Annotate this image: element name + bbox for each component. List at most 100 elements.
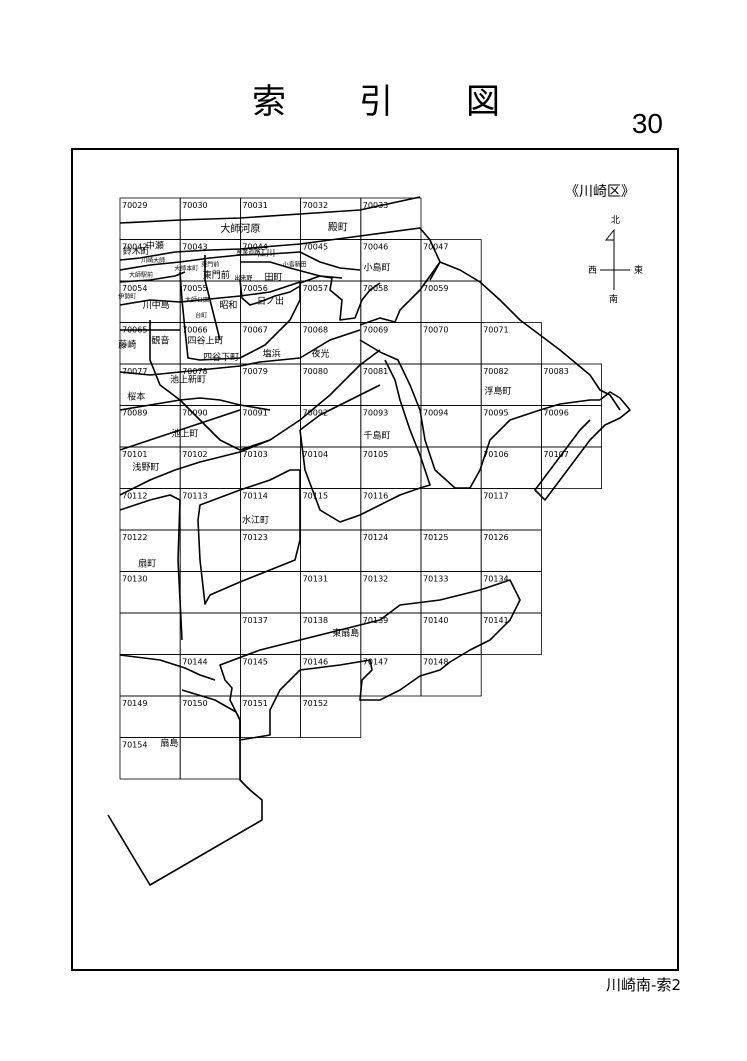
channel [359, 339, 600, 489]
place-name: 扇町 [138, 558, 156, 570]
grid-cell-code: 70081 [363, 367, 388, 376]
grid-cell-code: 70083 [543, 367, 568, 376]
place-name: 池上新町 [170, 374, 206, 386]
grid-cell-code: 70090 [182, 409, 207, 418]
compass: 北 南 東 西 [588, 215, 643, 305]
grid-cell-code: 70152 [303, 699, 328, 708]
place-name: 大師本町 [174, 265, 198, 273]
grid-cell-code: 70071 [483, 326, 508, 335]
grid-cell-code: 70056 [242, 284, 267, 293]
grid-cell-code: 70091 [242, 409, 267, 418]
island-outline [119, 494, 183, 641]
channel [359, 261, 621, 411]
grid-cell-code: 70102 [182, 450, 207, 459]
grid-cell[interactable] [420, 488, 482, 531]
grid-cell-code: 70069 [363, 326, 388, 335]
grid-cell-code: 70070 [423, 326, 448, 335]
grid-cell[interactable] [119, 654, 181, 697]
grid-cell-code: 70068 [303, 326, 328, 335]
grid-cell[interactable] [480, 612, 542, 655]
place-name: 江川 [257, 248, 275, 259]
grid-cell[interactable] [300, 695, 362, 738]
grid-cell[interactable] [179, 571, 241, 614]
grid-cell-code: 70089 [122, 409, 147, 418]
grid-cell[interactable] [541, 446, 603, 489]
grid-cell-code: 70133 [423, 575, 448, 584]
grid-cell-code: 70117 [483, 492, 508, 501]
grid-cell-code: 70146 [303, 658, 328, 667]
grid-cell-code: 70080 [303, 367, 328, 376]
compass-south: 南 [609, 293, 618, 305]
grid-layer [119, 197, 603, 780]
channel [299, 275, 381, 321]
place-name: 大師駅前 [129, 271, 153, 279]
grid-cell-code: 70148 [423, 658, 448, 667]
grid-cell-code: 70144 [182, 658, 207, 667]
grid-cell-code: 70045 [303, 243, 328, 252]
grid-cell-code: 70138 [303, 616, 328, 625]
channel [299, 384, 381, 431]
grid-cell-code: 70104 [303, 450, 328, 459]
grid-cell-code: 70095 [483, 409, 508, 418]
place-name: 台町 [195, 312, 207, 320]
district-boundary [119, 397, 271, 411]
grid-cell-code: 70092 [303, 409, 328, 418]
grid-cell-code: 70057 [303, 284, 328, 293]
district-boundary [179, 271, 301, 361]
compass-north: 北 [611, 215, 620, 226]
grid-cell-code: 70077 [122, 367, 147, 376]
place-name: 日ノ出 [257, 295, 284, 307]
place-name: 中瀬 [146, 240, 164, 252]
grid-cell[interactable] [179, 612, 241, 655]
island-outline [119, 654, 216, 681]
grid-cell-code: 70058 [363, 284, 388, 293]
grid-cell-code: 70044 [242, 243, 267, 252]
grid-cell[interactable] [420, 363, 482, 406]
channel [534, 391, 631, 501]
place-name: 観音 [151, 334, 169, 346]
place-name: 藤崎 [118, 338, 136, 350]
grid-cell-code: 70066 [182, 326, 207, 335]
page-number: 30 [631, 108, 663, 139]
grid-cell-code: 70030 [182, 201, 207, 210]
grid-cell-code: 70130 [122, 575, 147, 584]
grid-cell-code: 70126 [483, 533, 508, 542]
grid-cell-code: 70123 [242, 533, 267, 542]
place-name: 浅野町 [132, 461, 159, 473]
grid-cell[interactable] [300, 529, 362, 572]
place-name: 殿町 [328, 221, 348, 233]
place-name: 鈴木町 [123, 245, 150, 257]
place-name: 千島町 [364, 430, 391, 442]
grid-cell-code: 70106 [483, 450, 508, 459]
road-line [119, 251, 361, 271]
grid-cell-code: 70105 [363, 450, 388, 459]
place-name: 池上町 [172, 428, 199, 440]
grid-cell[interactable] [179, 529, 241, 572]
grid-cell-code: 70043 [182, 243, 207, 252]
grid-cell[interactable] [119, 612, 181, 655]
island-outline [119, 439, 271, 496]
place-name: 水江町 [242, 514, 269, 526]
grid-cell-code: 70147 [363, 658, 388, 667]
place-name: 小島町 [364, 262, 391, 274]
grid-cell-code: 70078 [182, 367, 207, 376]
grid-cell-code: 70042 [122, 243, 147, 252]
grid-cell[interactable] [179, 737, 241, 780]
grid-cell-code: 70151 [242, 699, 267, 708]
grid-cell-code: 70046 [363, 243, 388, 252]
grid-cell-code: 70112 [122, 492, 147, 501]
place-name: 扇島 [160, 737, 178, 749]
coastline [119, 227, 441, 281]
place-name: 東扇島 [332, 627, 359, 639]
place-name: 川崎大師 [141, 256, 165, 264]
place-label-layer: 大師河原殿町中瀬鈴木町川崎大師大師駅前大師本町東門前東門前産業道路江川小島新田出… [118, 221, 511, 748]
place-name: 昭和 [219, 300, 237, 311]
place-name: 東門前 [203, 269, 230, 281]
district-boundary [119, 329, 361, 376]
grid-cell-code: 70101 [122, 450, 147, 459]
grid-cell-code: 70124 [363, 533, 388, 542]
grid-cell-code: 70082 [483, 367, 508, 376]
place-name: 出来野 [234, 274, 252, 282]
grid-cell-code: 70031 [242, 201, 267, 210]
grid-cell-code: 70139 [363, 616, 388, 625]
